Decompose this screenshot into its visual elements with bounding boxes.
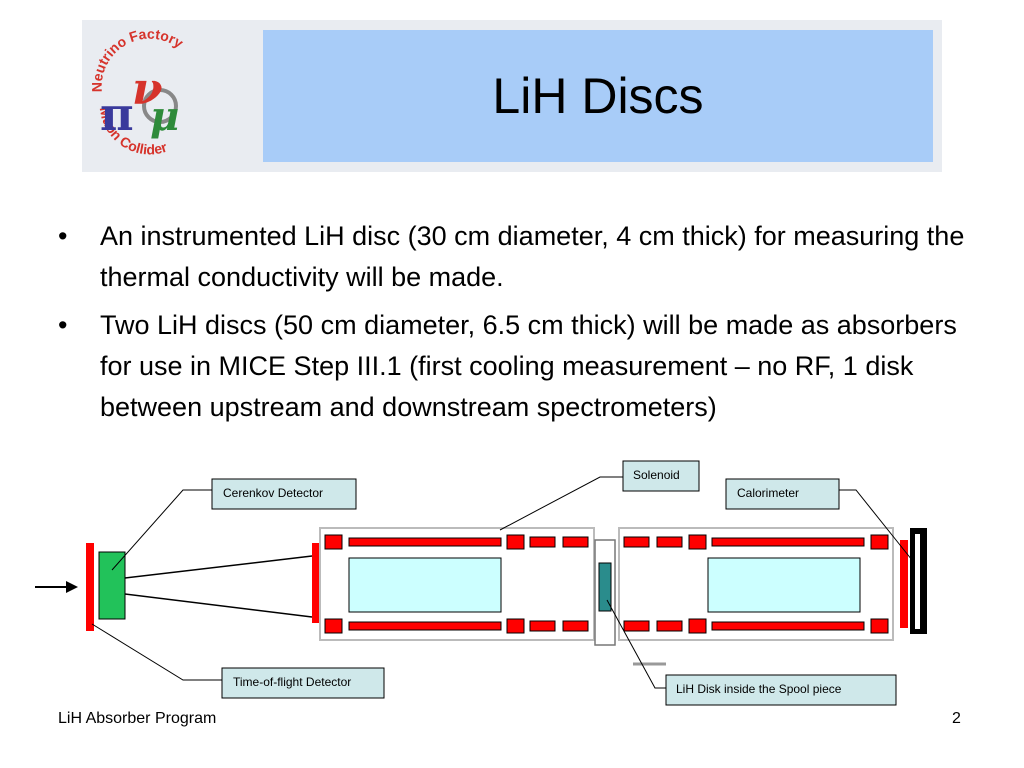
downstream-solenoid — [618, 527, 894, 641]
page-number: 2 — [952, 710, 961, 727]
beam-line — [124, 555, 313, 579]
bullet-item: • An instrumented LiH disc (30 cm diamet… — [58, 216, 978, 298]
tof-bar — [86, 543, 94, 631]
lih-disk-leader — [606, 599, 666, 689]
svg-text:Solenoid: Solenoid — [633, 468, 680, 482]
svg-text:Time-of-flight Detector: Time-of-flight Detector — [233, 675, 351, 689]
upstream-solenoid — [319, 527, 595, 641]
cerenkov-detector — [98, 551, 126, 620]
bullet-marker: • — [58, 310, 68, 340]
tof-bar — [900, 540, 908, 628]
bullet-item: • Two LiH discs (50 cm diameter, 6.5 cm … — [58, 305, 978, 428]
logo-nu: ν — [132, 64, 163, 115]
solenoid-label: Solenoid — [622, 460, 700, 492]
calorimeter-leader — [839, 489, 913, 561]
tof-leader — [91, 623, 222, 681]
title-box: LiH Discs — [263, 30, 933, 162]
tof-label: Time-of-flight Detector — [221, 667, 385, 699]
calorimeter-label: Calorimeter — [725, 478, 840, 510]
solenoid-leader — [499, 476, 623, 531]
lih-disk-label: LiH Disk inside the Spool piece — [665, 674, 897, 706]
logo-mu: μ — [150, 93, 179, 140]
slide-title: LiH Discs — [492, 68, 704, 124]
svg-text:LiH Disk inside the Spool piec: LiH Disk inside the Spool piece — [676, 682, 842, 696]
cerenkov-label: Cerenkov Detector — [211, 478, 357, 510]
bullet-list: • An instrumented LiH disc (30 cm diamet… — [58, 216, 978, 428]
cerenkov-leader — [111, 489, 212, 571]
bullet-text: An instrumented LiH disc (30 cm diameter… — [100, 221, 965, 292]
beam-arrow-icon — [35, 581, 78, 593]
bullet-marker: • — [58, 221, 68, 251]
calorimeter-slot — [915, 534, 920, 629]
beam-line — [124, 593, 313, 618]
tof-bar — [312, 543, 320, 623]
logo-graphic: Neutrino Factory Muon Collider π ν μ — [89, 26, 187, 158]
logo-pi: π — [100, 87, 134, 141]
svg-text:Cerenkov Detector: Cerenkov Detector — [223, 486, 323, 500]
svg-text:Calorimeter: Calorimeter — [737, 486, 799, 500]
lih-disk — [598, 562, 612, 612]
footer-program-name: LiH Absorber Program — [58, 710, 217, 727]
bullet-text: Two LiH discs (50 cm diameter, 6.5 cm th… — [100, 310, 957, 422]
logo: Neutrino Factory Muon Collider π ν μ — [88, 22, 208, 170]
